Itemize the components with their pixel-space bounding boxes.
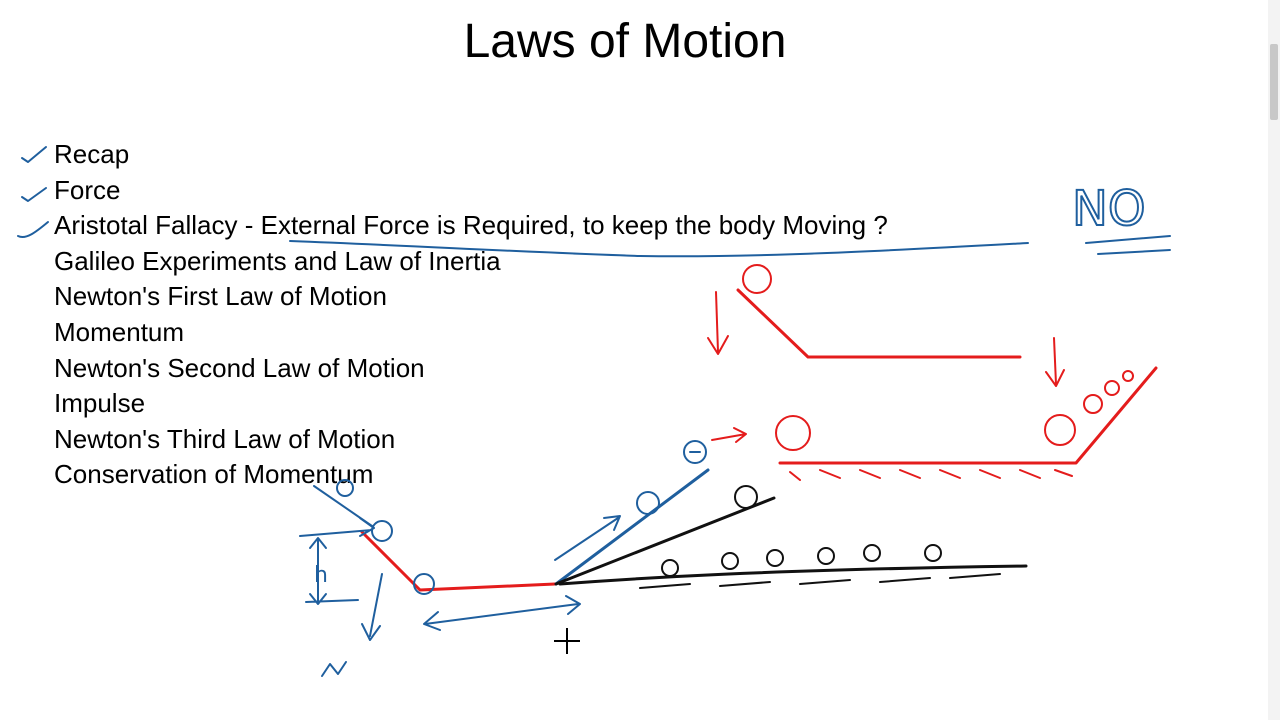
ball-climb-2 — [1104, 380, 1120, 396]
arrow-up-incline — [554, 515, 621, 561]
no-underline-2 — [1097, 249, 1171, 255]
ball-black-5 — [863, 544, 881, 562]
ball-flat-right — [1044, 414, 1076, 446]
arrow-push-in — [299, 485, 375, 537]
agenda-item-newton-second-law: Newton's Second Law of Motion — [54, 352, 425, 383]
arrow-fall-down — [361, 573, 383, 641]
ball-black-6 — [924, 544, 942, 562]
black-flat — [558, 564, 1028, 586]
crosshair-cursor-icon — [554, 628, 580, 654]
agenda-item-force: Force — [54, 174, 121, 205]
ball-black-1 — [661, 559, 679, 577]
agenda-item-galileo: Galileo Experiments and Law of Inertia — [54, 245, 501, 276]
arrow-down-right — [1045, 337, 1065, 387]
ball-blue-incline — [636, 491, 660, 515]
ball-bottom-left — [371, 520, 393, 542]
alpha-scribble — [321, 661, 347, 677]
agenda-item-impulse: Impulse — [54, 388, 146, 419]
black-incline — [554, 496, 776, 586]
scrollbar-thumb[interactable] — [1270, 44, 1278, 120]
agenda-item-conservation-momentum: Conservation of Momentum — [54, 459, 374, 490]
ball-black-3 — [766, 549, 784, 567]
check-mark-recap — [21, 146, 47, 163]
ball-bottom-mid — [413, 573, 435, 595]
no-underline-1 — [1085, 235, 1171, 244]
check-mark-force — [21, 187, 47, 202]
ball-climb-3 — [1122, 370, 1134, 382]
vertical-scrollbar[interactable] — [1268, 0, 1280, 720]
ball-black-2 — [721, 552, 739, 570]
agenda-item-newton-third-law: Newton's Third Law of Motion — [54, 423, 396, 454]
agenda-item-recap: Recap — [54, 139, 130, 169]
height-marker — [305, 537, 359, 605]
arrow-double-horizontal — [423, 595, 581, 631]
check-mark-aristotal — [17, 221, 49, 238]
agenda-item-newton-first-law: Newton's First Law of Motion — [54, 281, 387, 312]
slide-title: Laws of Motion — [463, 15, 787, 68]
annotation-height-h: h — [314, 563, 328, 588]
bottom-v-track — [360, 530, 557, 592]
agenda-item-aristotal-fallacy: Aristotal Fallacy - External Force is Re… — [54, 210, 888, 241]
black-hatching — [639, 573, 1001, 589]
agenda-item-momentum: Momentum — [54, 316, 185, 347]
ball-black-4 — [817, 547, 835, 565]
ball-climb-1 — [1083, 394, 1103, 414]
agenda-list: Recap Force Aristotal Fallacy - External… — [54, 137, 888, 493]
annotation-no: NO — [1072, 181, 1146, 237]
